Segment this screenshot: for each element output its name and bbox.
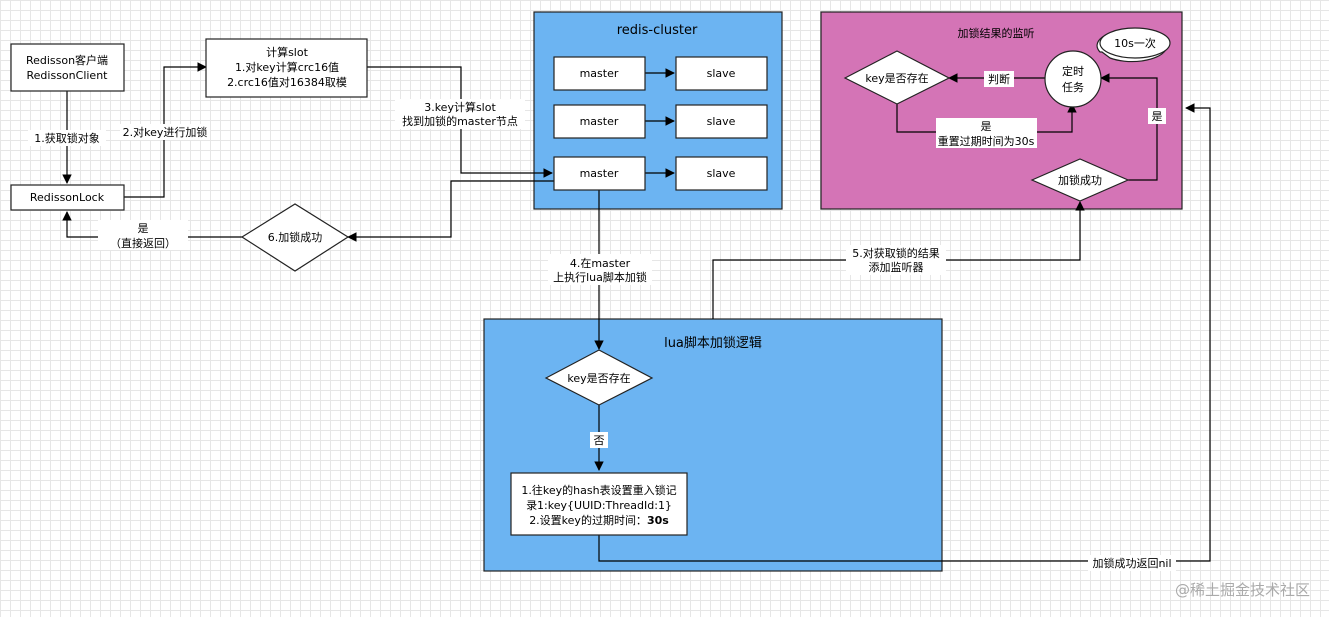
redisson-lock-node: RedissonLock: [10, 184, 125, 211]
watch-success-label: 加锁成功: [1058, 173, 1102, 187]
master-node-1: master: [553, 56, 646, 91]
label-step3-2: 找到加锁的master节点: [402, 114, 518, 128]
lua-box-label-2: 录1:key{UUID:ThreadId:1}: [526, 499, 672, 512]
redis-cluster-title: redis-cluster: [617, 23, 698, 38]
bubble-label: 10s一次: [1114, 36, 1156, 50]
edge-watch-success-to-timer: [1100, 73, 1158, 181]
slave-node-1: slave: [675, 56, 768, 91]
label-no: 否: [594, 434, 605, 447]
master-node-2: master: [553, 104, 646, 139]
lock-label: RedissonLock: [30, 191, 105, 204]
master-label-3: master: [580, 167, 619, 180]
edge-master-to-success: [347, 180, 554, 242]
label-step4-1: 4.在master: [570, 257, 631, 270]
watch-key-exists-decision: key是否存在: [843, 50, 951, 105]
lua-panel-title: lua脚本加锁逻辑: [664, 335, 762, 351]
slave-label-1: slave: [707, 67, 736, 80]
interval-bubble: 10s一次: [1096, 27, 1171, 63]
label-return-nil: 加锁成功返回nil: [1092, 556, 1171, 570]
label-step5-1: 5.对获取锁的结果: [852, 246, 940, 260]
lua-action-box: 1.往key的hash表设置重入锁记 录1:key{UUID:ThreadId:…: [510, 472, 688, 536]
label-step5-2: 添加监听器: [869, 260, 924, 274]
lua-key-exists-decision: key是否存在: [544, 349, 654, 406]
label-reset-1: 是: [981, 120, 992, 133]
timer-label-1: 定时: [1062, 64, 1084, 78]
label-yes-return-1: 是: [138, 222, 149, 235]
edge-box-to-watch: [598, 103, 1211, 562]
label-judge: 判断: [988, 72, 1010, 86]
lua-box-label-3: 2.设置key的过期时间：30s: [529, 513, 669, 527]
watch-key-exists-label: key是否存在: [865, 71, 928, 85]
timer-label-2: 任务: [1062, 81, 1084, 94]
label-step1: 1.获取锁对象: [34, 131, 100, 145]
master-label-2: master: [580, 115, 619, 128]
watch-success-decision: 加锁成功: [1030, 158, 1130, 202]
watermark: @稀土掘金技术社区: [1175, 581, 1310, 599]
master-node-3: master: [553, 156, 646, 191]
lua-box-label-2-text: 录1:key{UUID:ThreadId:1}: [526, 499, 672, 512]
edge-labels: 1.获取锁对象 2.对key进行加锁 3.key计算slot 找到加锁的mast…: [28, 71, 1176, 571]
slave-label-2: slave: [707, 115, 736, 128]
watch-panel-title: 加锁结果的监听: [958, 26, 1035, 40]
label-step3-1: 3.key计算slot: [424, 100, 496, 114]
compute-slot-node: 计算slot 1.对key计算crc16值 2.crc16值对16384取模: [205, 38, 368, 98]
client-label-1: Redisson客户端: [26, 53, 108, 67]
redisson-client-node: Redisson客户端 RedissonClient: [10, 43, 125, 92]
master-label-1: master: [580, 67, 619, 80]
success6-decision: 6.加锁成功: [240, 203, 350, 272]
lua-box-label-3-value: 30s: [647, 514, 669, 527]
label-yes: 是: [1152, 110, 1163, 123]
label-step2: 2.对key进行加锁: [123, 125, 208, 139]
client-label-2: RedissonClient: [27, 69, 109, 82]
slot-label-1: 计算slot: [266, 45, 309, 59]
lua-box-label-3-prefix: 2.设置key的过期时间：: [529, 513, 647, 527]
connectors: [62, 62, 1211, 562]
lua-box-label-1: 1.往key的hash表设置重入锁记: [521, 483, 676, 497]
label-step4-2: 上执行lua脚本加锁: [553, 270, 647, 284]
slave-label-3: slave: [707, 167, 736, 180]
slave-node-2: slave: [675, 104, 768, 139]
slot-label-2: 1.对key计算crc16值: [235, 60, 339, 74]
timer-task-node: 定时 任务: [1044, 50, 1102, 108]
label-reset-2: 重置过期时间为30s: [938, 134, 1035, 148]
success6-label: 6.加锁成功: [268, 230, 323, 244]
slot-label-3: 2.crc16值对16384取模: [227, 75, 347, 89]
lua-key-exists-label: key是否存在: [567, 371, 630, 385]
label-yes-return-2: （直接返回）: [110, 236, 176, 250]
slave-node-3: slave: [675, 156, 768, 191]
